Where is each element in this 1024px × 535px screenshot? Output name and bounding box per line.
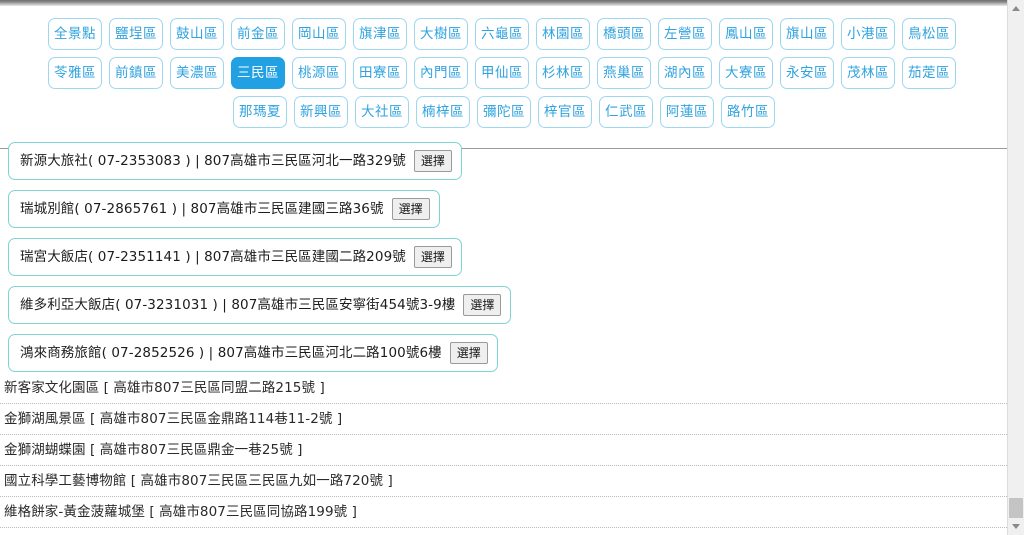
district-button-鼓山區[interactable]: 鼓山區: [170, 18, 224, 50]
hotel-select-button[interactable]: 選擇: [449, 342, 488, 364]
district-button-苓雅區[interactable]: 苓雅區: [48, 57, 102, 89]
district-button-旗山區[interactable]: 旗山區: [780, 18, 834, 50]
district-button-路竹區[interactable]: 路竹區: [721, 96, 775, 128]
district-button-彌陀區[interactable]: 彌陀區: [477, 96, 531, 128]
section-divider: [0, 148, 1007, 149]
district-button-新興區[interactable]: 新興區: [294, 96, 348, 128]
district-button-鳥松區[interactable]: 鳥松區: [902, 18, 956, 50]
district-button-前鎮區[interactable]: 前鎮區: [109, 57, 163, 89]
attraction-list: 新客家文化園區 [ 高雄市807三民區同盟二路215號 ]金獅湖風景區 [ 高雄…: [0, 373, 1007, 528]
district-button-燕巢區[interactable]: 燕巢區: [597, 57, 651, 89]
attraction-list-item[interactable]: 金獅湖風景區 [ 高雄市807三民區金鼎路114巷11-2號 ]: [0, 404, 1007, 435]
district-button-永安區[interactable]: 永安區: [780, 57, 834, 89]
hotel-card: 鴻來商務旅館( 07-2852526 ) | 807高雄市三民區河北二路100號…: [8, 334, 498, 372]
hotel-info-text: 鴻來商務旅館( 07-2852526 ) | 807高雄市三民區河北二路100號…: [20, 345, 442, 361]
district-button-茂林區[interactable]: 茂林區: [841, 57, 895, 89]
hotel-card-row: 新源大旅社( 07-2353083 ) | 807高雄市三民區河北一路329號選…: [8, 142, 998, 190]
district-button-三民區[interactable]: 三民區: [231, 57, 285, 89]
hotel-select-button[interactable]: 選擇: [463, 294, 502, 316]
hotel-info-text: 瑞宮大飯店( 07-2351141 ) | 807高雄市三民區建國二路209號: [20, 249, 406, 265]
district-button-六龜區[interactable]: 六龜區: [475, 18, 529, 50]
hotel-info-text: 維多利亞大飯店( 07-3231031 ) | 807高雄市三民區安寧街454號…: [20, 297, 456, 313]
district-button-鹽埕區[interactable]: 鹽埕區: [109, 18, 163, 50]
district-button-杉林區[interactable]: 杉林區: [536, 57, 590, 89]
hotel-card: 新源大旅社( 07-2353083 ) | 807高雄市三民區河北一路329號選…: [8, 142, 462, 180]
attraction-list-item[interactable]: 新客家文化園區 [ 高雄市807三民區同盟二路215號 ]: [0, 373, 1007, 404]
district-button-美濃區[interactable]: 美濃區: [170, 57, 224, 89]
district-button-楠梓區[interactable]: 楠梓區: [416, 96, 470, 128]
hotel-select-button[interactable]: 選擇: [413, 150, 452, 172]
district-button-甲仙區[interactable]: 甲仙區: [475, 57, 529, 89]
hotel-card: 維多利亞大飯店( 07-3231031 ) | 807高雄市三民區安寧街454號…: [8, 286, 512, 324]
hotel-card-row: 維多利亞大飯店( 07-3231031 ) | 807高雄市三民區安寧街454號…: [8, 286, 998, 334]
district-row-3: 那瑪夏新興區大社區楠梓區彌陀區梓官區仁武區阿蓮區路竹區: [48, 96, 996, 130]
district-button-橋頭區[interactable]: 橋頭區: [597, 18, 651, 50]
vertical-scrollbar[interactable]: [1007, 0, 1024, 535]
district-row-2: 苓雅區前鎮區美濃區三民區桃源區田寮區內門區甲仙區杉林區燕巢區湖內區大寮區永安區茂…: [48, 57, 996, 91]
district-button-大樹區[interactable]: 大樹區: [414, 18, 468, 50]
district-button-湖內區[interactable]: 湖內區: [658, 57, 712, 89]
district-filter-group: 全景點鹽埕區鼓山區前金區岡山區旗津區大樹區六龜區林園區橋頭區左營區鳳山區旗山區小…: [48, 18, 996, 135]
district-button-阿蓮區[interactable]: 阿蓮區: [660, 96, 714, 128]
district-button-林園區[interactable]: 林園區: [536, 18, 590, 50]
district-button-岡山區[interactable]: 岡山區: [292, 18, 346, 50]
district-button-旗津區[interactable]: 旗津區: [353, 18, 407, 50]
hotel-select-button[interactable]: 選擇: [391, 198, 430, 220]
scroll-down-arrow-icon[interactable]: [1008, 518, 1024, 535]
district-button-大寮區[interactable]: 大寮區: [719, 57, 773, 89]
district-button-左營區[interactable]: 左營區: [658, 18, 712, 50]
district-button-桃源區[interactable]: 桃源區: [292, 57, 346, 89]
district-button-小港區[interactable]: 小港區: [841, 18, 895, 50]
hotel-card-row: 鴻來商務旅館( 07-2852526 ) | 807高雄市三民區河北二路100號…: [8, 334, 998, 382]
district-button-前金區[interactable]: 前金區: [231, 18, 285, 50]
district-button-鳳山區[interactable]: 鳳山區: [719, 18, 773, 50]
district-button-田寮區[interactable]: 田寮區: [353, 57, 407, 89]
hotel-card: 瑞城別館( 07-2865761 ) | 807高雄市三民區建國三路36號選擇: [8, 190, 440, 228]
hotel-info-text: 瑞城別館( 07-2865761 ) | 807高雄市三民區建國三路36號: [20, 201, 384, 217]
hotel-card-row: 瑞城別館( 07-2865761 ) | 807高雄市三民區建國三路36號選擇: [8, 190, 998, 238]
scroll-up-arrow-icon[interactable]: [1008, 0, 1024, 17]
page-content: 全景點鹽埕區鼓山區前金區岡山區旗津區大樹區六龜區林園區橋頭區左營區鳳山區旗山區小…: [0, 6, 1007, 535]
hotel-result-list: 新源大旅社( 07-2353083 ) | 807高雄市三民區河北一路329號選…: [8, 142, 998, 382]
hotel-select-button[interactable]: 選擇: [413, 246, 452, 268]
district-button-梓官區[interactable]: 梓官區: [538, 96, 592, 128]
district-row-1: 全景點鹽埕區鼓山區前金區岡山區旗津區大樹區六龜區林園區橋頭區左營區鳳山區旗山區小…: [48, 18, 996, 52]
district-button-茄萣區[interactable]: 茄萣區: [902, 57, 956, 89]
hotel-card: 瑞宮大飯店( 07-2351141 ) | 807高雄市三民區建國二路209號選…: [8, 238, 462, 276]
hotel-info-text: 新源大旅社( 07-2353083 ) | 807高雄市三民區河北一路329號: [20, 153, 406, 169]
district-button-全景點[interactable]: 全景點: [48, 18, 102, 50]
attraction-list-item[interactable]: 維格餅家-黃金菠蘿城堡 [ 高雄市807三民區同協路199號 ]: [0, 497, 1007, 528]
district-button-那瑪夏[interactable]: 那瑪夏: [233, 96, 287, 128]
district-button-仁武區[interactable]: 仁武區: [599, 96, 653, 128]
district-button-大社區[interactable]: 大社區: [355, 96, 409, 128]
attraction-list-item[interactable]: 金獅湖蝴蝶園 [ 高雄市807三民區鼎金一巷25號 ]: [0, 435, 1007, 466]
attraction-list-item[interactable]: 國立科學工藝博物館 [ 高雄市807三民區三民區九如一路720號 ]: [0, 466, 1007, 497]
district-button-內門區[interactable]: 內門區: [414, 57, 468, 89]
window-top-edge: [0, 0, 1007, 6]
hotel-card-row: 瑞宮大飯店( 07-2351141 ) | 807高雄市三民區建國二路209號選…: [8, 238, 998, 286]
